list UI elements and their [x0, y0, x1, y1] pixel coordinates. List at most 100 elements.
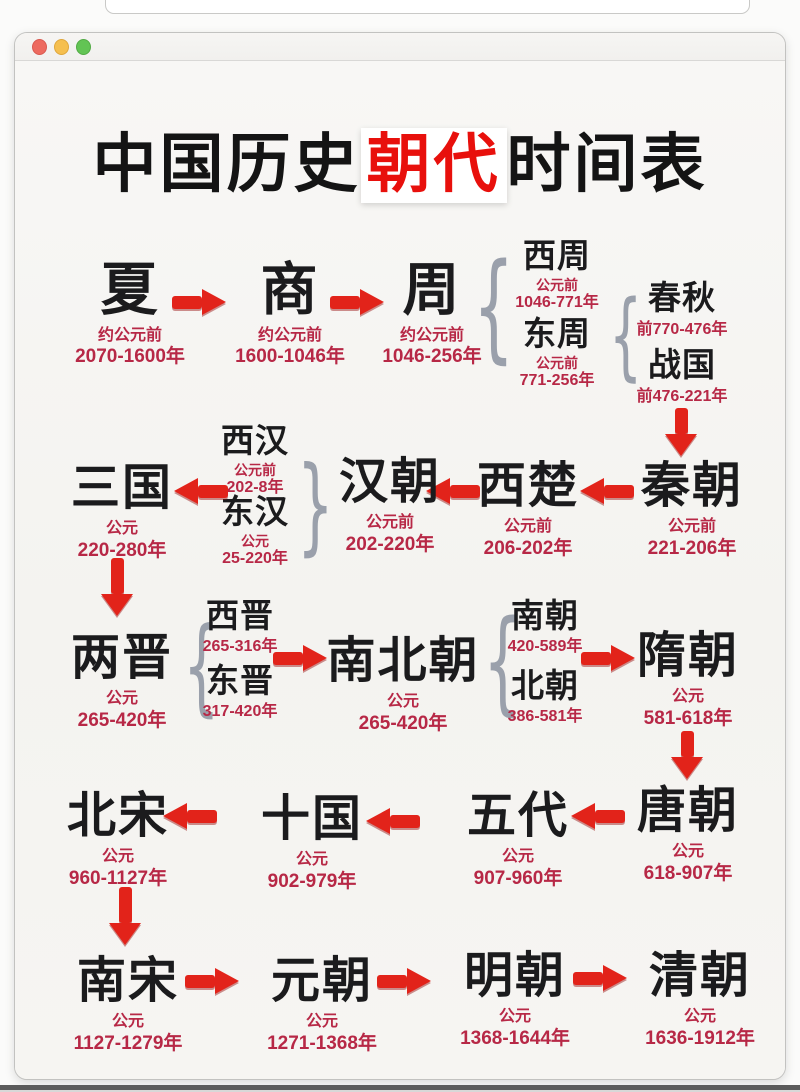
node-sanguo: 三国 公元 220-280年	[47, 461, 197, 563]
brace-icon: {	[183, 605, 220, 727]
arrow-down-icon	[665, 408, 697, 456]
node-zhou: 周 约公元前 1046-256年	[357, 258, 507, 369]
dynasty-name: 唐朝	[636, 784, 739, 838]
node-xichu: 西楚 公元前 206-202年	[453, 459, 603, 561]
node-xizhou: 西周 公元前 1046-771年	[492, 237, 622, 313]
node-nanchao: 南朝 420-589年	[480, 597, 610, 657]
years-label: 960-1127年	[68, 867, 168, 889]
node-nanbeichao: 南北朝 公元 265-420年	[308, 635, 498, 736]
years-label: 771-256年	[519, 371, 595, 389]
dynasty-name: 明朝	[463, 949, 566, 1003]
era-label: 约公元前	[97, 326, 162, 344]
title-highlight: 朝代	[360, 128, 507, 203]
years-label: 2070-1600年	[75, 346, 185, 368]
node-shiguo: 十国 公元 902-979年	[237, 792, 387, 894]
dynasty-name: 汉朝	[338, 455, 441, 509]
close-button[interactable]	[32, 38, 47, 55]
years-label: 317-420年	[202, 702, 278, 720]
years-label: 1600-1046年	[235, 346, 345, 368]
arrow-left-icon	[580, 478, 634, 504]
window-titlebar[interactable]	[15, 33, 785, 61]
dynasty-name: 北宋	[66, 789, 169, 843]
years-label: 1368-1644年	[460, 1027, 570, 1049]
node-dongzhou: 东周 公元前 771-256年	[492, 315, 622, 391]
dynasty-name: 三国	[70, 461, 173, 515]
arrow-left-icon	[571, 803, 625, 829]
era-label: 公元	[105, 690, 138, 708]
node-chunqiu: 春秋 前770-476年	[617, 280, 747, 340]
node-yuan: 元朝 公元 1271-1368年	[247, 955, 397, 1056]
era-label: 公元前	[365, 514, 414, 532]
dynasty-name: 清朝	[648, 949, 751, 1003]
dynasty-name: 夏	[100, 258, 160, 322]
title-part2: 时间表	[506, 129, 708, 200]
years-label: 220-280年	[77, 539, 167, 561]
years-label: 前770-476年	[636, 320, 728, 338]
node-xia: 夏 约公元前 2070-1600年	[55, 258, 205, 369]
years-label: 1046-771年	[515, 293, 599, 311]
arrow-down-icon	[109, 887, 141, 945]
zoom-button[interactable]	[76, 38, 91, 55]
bottom-divider-light	[0, 1090, 800, 1092]
years-label: 618-907年	[643, 862, 733, 884]
years-label: 221-206年	[647, 537, 737, 559]
era-label: 公元	[671, 843, 704, 861]
years-label: 1271-1368年	[267, 1032, 377, 1054]
arrow-right-icon	[185, 968, 239, 994]
node-beichao: 北朝 386-581年	[480, 667, 610, 727]
node-xihan: 西汉 公元前 202-8年	[190, 423, 320, 498]
dynasty-name: 北朝	[511, 667, 579, 704]
years-label: 902-979年	[267, 870, 357, 892]
years-label: 1046-256年	[382, 346, 482, 368]
node-han: 汉朝 公元前 202-220年	[315, 455, 465, 557]
node-beisong: 北宋 公元 960-1127年	[43, 789, 193, 891]
dynasty-name: 西楚	[476, 459, 579, 513]
years-label: 907-960年	[473, 867, 563, 889]
era-label: 公元前	[234, 461, 276, 478]
era-label: 公元前	[667, 518, 716, 536]
dynasty-name: 隋朝	[636, 629, 739, 683]
era-label: 公元	[101, 848, 134, 866]
title-part1: 中国历史	[92, 129, 361, 200]
top-sheet-edge	[105, 0, 750, 14]
era-label: 公元	[111, 1013, 144, 1031]
era-label: 公元	[683, 1008, 716, 1026]
node-qin: 秦朝 公元前 221-206年	[617, 460, 767, 561]
node-donghan: 东汉 公元 25-220年	[190, 494, 320, 569]
browser-window: 中国历史朝代时间表 夏 约公元前 2070-1600年 商 约公元前 1600-…	[14, 32, 786, 1080]
dynasty-name: 东周	[523, 315, 591, 352]
years-label: 202-8年	[226, 478, 284, 496]
arrow-down-icon	[101, 558, 133, 616]
minimize-button[interactable]	[54, 38, 69, 55]
dynasty-name: 西晋	[206, 597, 274, 634]
arrow-right-icon	[273, 645, 327, 671]
node-zhanguo: 战国 前476-221年	[617, 346, 747, 407]
node-dongjin: 东晋 317-420年	[175, 663, 305, 722]
arrow-left-icon	[366, 808, 420, 834]
years-label: 前476-221年	[636, 387, 728, 405]
bottom-divider	[0, 1085, 800, 1090]
dynasty-name: 五代	[466, 789, 569, 843]
dynasty-name: 商	[260, 258, 320, 322]
node-qing: 清朝 公元 1636-1912年	[625, 949, 775, 1051]
arrow-right-icon	[330, 289, 384, 315]
era-label: 公元	[671, 688, 704, 706]
era-label: 约公元前	[257, 326, 322, 344]
node-shang: 商 约公元前 1600-1046年	[215, 258, 365, 369]
dynasty-name: 周	[402, 258, 462, 322]
arrow-left-icon	[174, 478, 228, 504]
era-label: 公元	[305, 1013, 338, 1031]
era-label: 公元前	[503, 518, 552, 536]
dynasty-name: 两晋	[70, 631, 173, 685]
years-label: 202-220年	[345, 533, 435, 555]
node-wudai: 五代 公元 907-960年	[443, 789, 593, 891]
years-label: 581-618年	[643, 707, 733, 729]
years-label: 420-589年	[507, 637, 583, 655]
node-xijin: 西晋 265-316年	[175, 597, 305, 657]
dynasty-name: 十国	[260, 792, 363, 846]
dynasty-name: 战国	[648, 346, 716, 383]
years-label: 386-581年	[507, 707, 583, 725]
dynasty-name: 南朝	[511, 597, 579, 634]
dynasty-name: 西周	[523, 237, 591, 274]
arrow-right-icon	[377, 968, 431, 994]
